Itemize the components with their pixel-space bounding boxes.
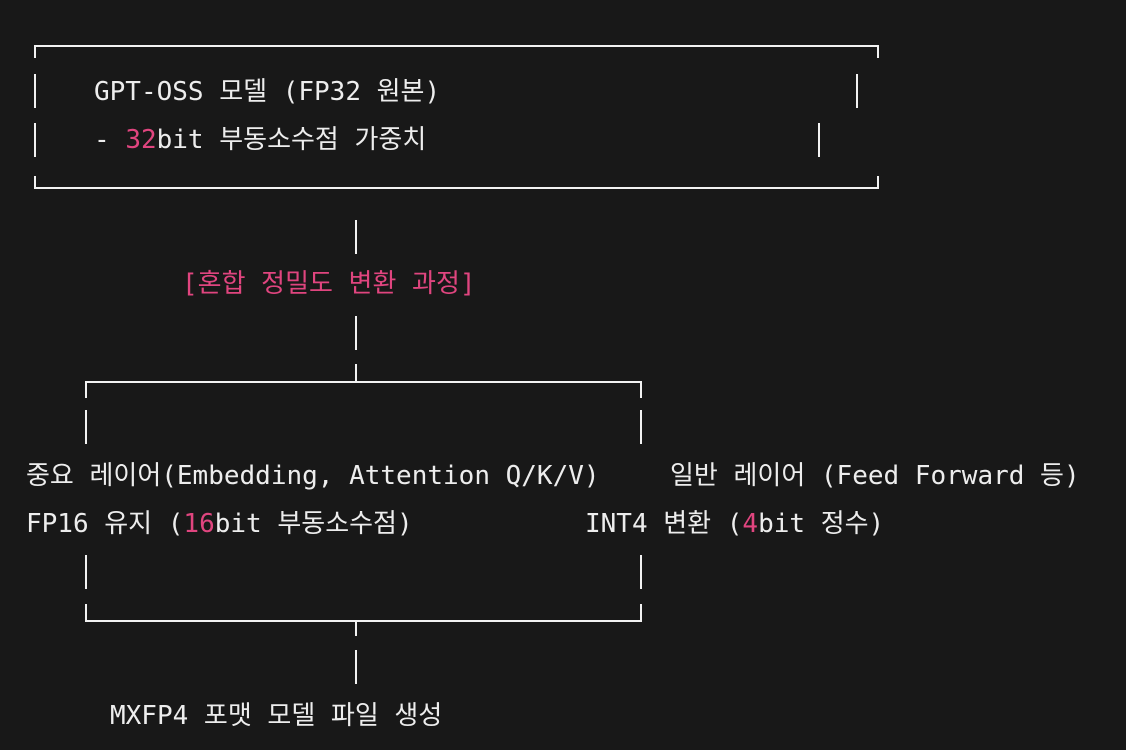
source-box-top-border [34,45,879,58]
source-detail-suffix: bit 부동소수점 가중치 [156,125,427,155]
source-model-detail: - 32bit 부동소수점 가중치 [94,124,426,156]
process-label: [혼합 정밀도 변환 과정] [182,269,476,299]
left-detail-suffix: bit 부동소수점) [214,509,413,539]
general-layers-heading: 일반 레이어 (Feed Forward 등) [670,461,1080,491]
general-layers-detail: INT4 변환 (4bit 정수) [585,508,884,540]
merge-bracket [85,604,642,622]
source-box-bottom-border [34,176,879,189]
left-bit-number: 16 [183,509,215,539]
important-layers-heading: 중요 레이어(Embedding, Attention Q/K/V) [26,461,600,491]
result-label: MXFP4 포맷 모델 파일 생성 [110,701,443,731]
split-bracket [85,381,642,398]
right-detail-suffix: bit 정수) [758,509,885,539]
source-model-title: GPT-OSS 모델 (FP32 원본) [94,77,441,107]
source-detail-prefix: - [94,125,126,155]
right-detail-prefix: INT4 변환 ( [585,509,743,539]
left-detail-prefix: FP16 유지 ( [26,509,184,539]
source-bit-number: 32 [125,125,157,155]
right-bit-number: 4 [742,509,759,539]
important-layers-detail: FP16 유지 (16bit 부동소수점) [26,508,413,540]
